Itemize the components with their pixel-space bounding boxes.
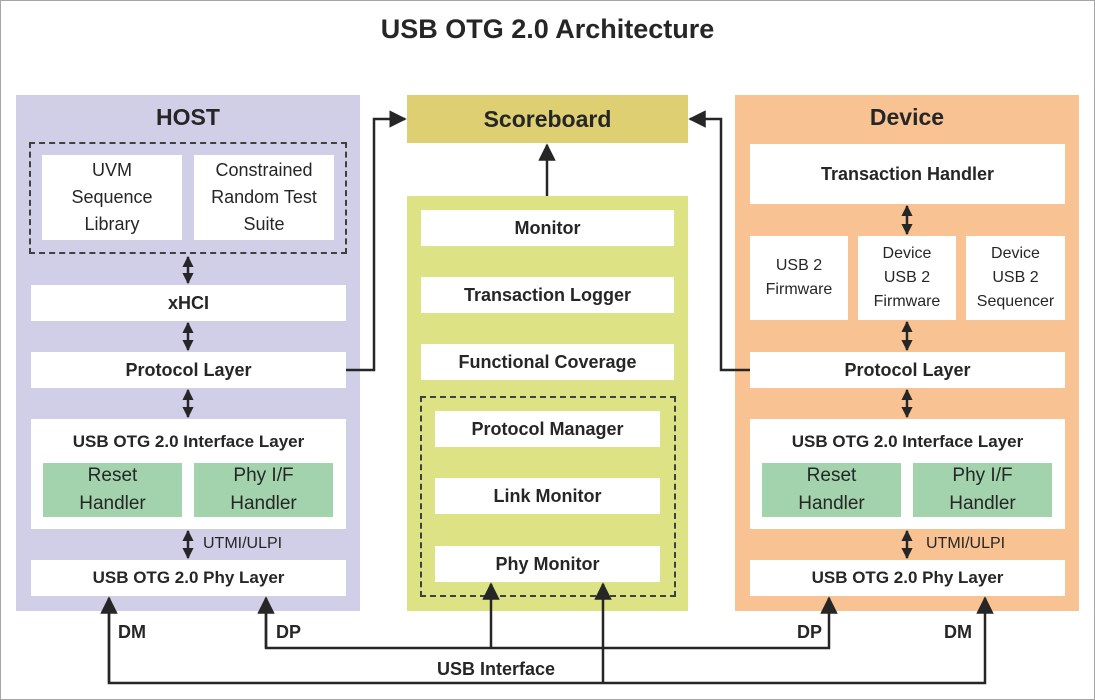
- host-title: HOST: [156, 104, 220, 130]
- host-test-group: [29, 142, 347, 254]
- host-dp-label: DP: [276, 622, 302, 642]
- host-protocol-layer[interactable]: Protocol Layer: [31, 352, 346, 388]
- functional-coverage[interactable]: Functional Coverage: [421, 344, 674, 380]
- host-to-scoreboard-wire: [346, 110, 407, 372]
- device-interface-layer-label: USB OTG 2.0 Interface Layer: [791, 432, 1024, 451]
- host-reset-handler[interactable]: Reset Handler: [43, 463, 182, 517]
- uvm-sequence-library[interactable]: UVM Sequence Library: [42, 155, 182, 240]
- scoreboard[interactable]: Scoreboard: [407, 95, 688, 143]
- host-interface-layer-label: USB OTG 2.0 Interface Layer: [72, 432, 305, 451]
- device-usb2-sequencer[interactable]: Device USB 2 Sequencer: [966, 236, 1065, 320]
- device-to-scoreboard-wire: [688, 110, 750, 372]
- device-reset-handler[interactable]: Reset Handler: [762, 463, 901, 517]
- host-phy-layer[interactable]: USB OTG 2.0 Phy Layer: [31, 560, 346, 596]
- monitor-subgroup: [420, 396, 676, 597]
- usb-interface-label: USB Interface: [437, 659, 556, 679]
- host-utmi-label: UTMI/ULPI: [203, 535, 283, 552]
- host-xhci[interactable]: xHCI: [31, 285, 346, 321]
- usb2-firmware[interactable]: USB 2 Firmware: [750, 236, 848, 320]
- device-usb2-firmware[interactable]: Device USB 2 Firmware: [858, 236, 956, 320]
- device-phy-layer[interactable]: USB OTG 2.0 Phy Layer: [750, 560, 1065, 596]
- link-monitor[interactable]: Link Monitor: [435, 478, 660, 514]
- device-protocol-layer[interactable]: Protocol Layer: [750, 352, 1065, 388]
- monitor-panel: [407, 196, 688, 611]
- device-dm-label: DM: [944, 622, 972, 642]
- diagram-title: USB OTG 2.0 Architecture: [380, 14, 715, 44]
- host-dm-label: DM: [118, 622, 146, 642]
- device-utmi-label: UTMI/ULPI: [926, 535, 1006, 552]
- transaction-handler[interactable]: Transaction Handler: [750, 144, 1065, 204]
- protocol-manager[interactable]: Protocol Manager: [435, 411, 660, 447]
- device-dp-label: DP: [797, 622, 823, 642]
- monitor[interactable]: Monitor: [421, 210, 674, 246]
- host-phy-if-handler[interactable]: Phy I/F Handler: [194, 463, 333, 517]
- transaction-logger[interactable]: Transaction Logger: [421, 277, 674, 313]
- phy-monitor[interactable]: Phy Monitor: [435, 546, 660, 582]
- device-phy-if-handler[interactable]: Phy I/F Handler: [913, 463, 1052, 517]
- constrained-random-test-suite[interactable]: Constrained Random Test Suite: [194, 155, 334, 240]
- dp-bus-wire: [264, 596, 838, 650]
- device-title: Device: [869, 104, 945, 130]
